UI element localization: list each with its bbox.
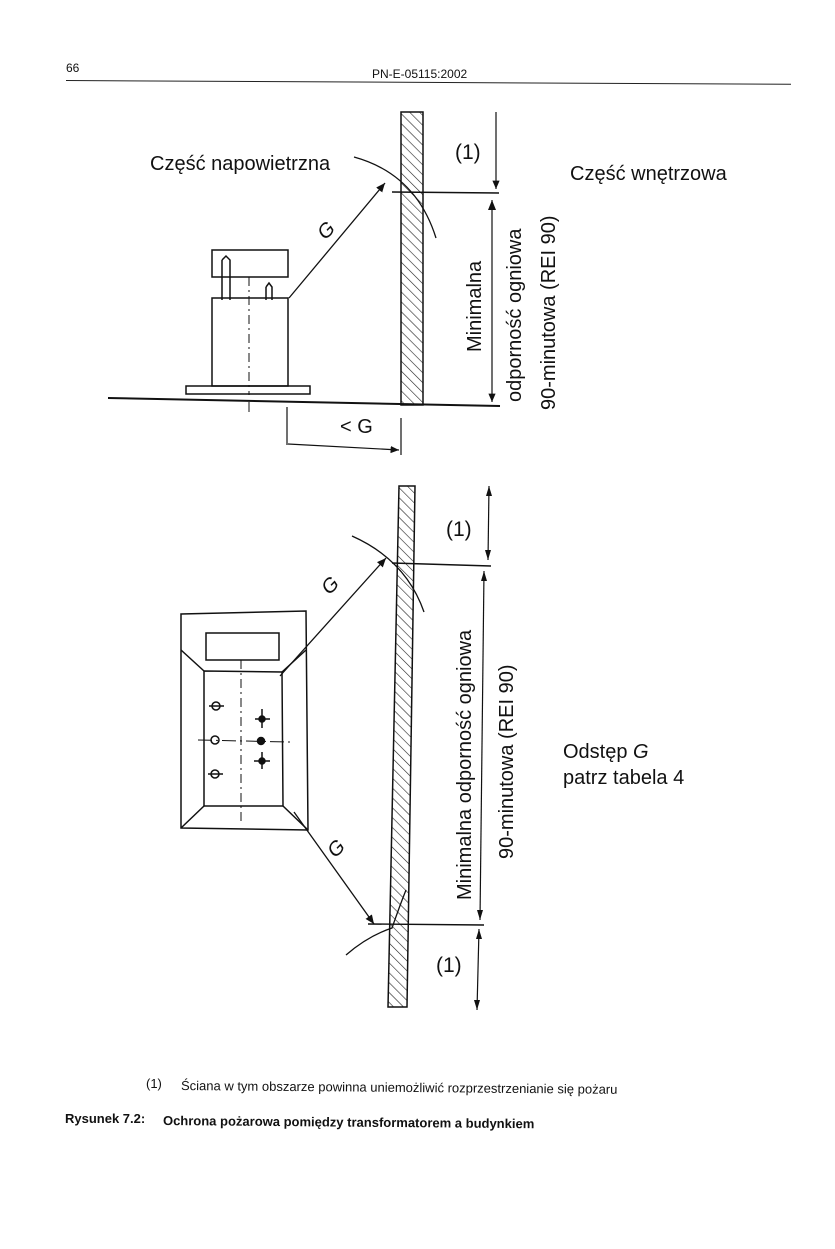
distance-arc-upper <box>351 535 425 613</box>
fire-resistance-line3-top: 90-minutowa (REI 90) <box>538 215 560 410</box>
zone-boundary-upper <box>391 562 492 567</box>
zone-marker-lower: (1) <box>436 954 462 977</box>
spacing-note-variable: G <box>633 741 649 763</box>
fire-resistance-line1-top: Minimalna <box>464 260 486 352</box>
standard-id: PN-E-05115:2002 <box>372 67 468 81</box>
zone-1-dimension-lower <box>476 928 480 1011</box>
zone-boundary-lower <box>367 923 485 926</box>
top-figure: Część napowietrzna Część wnętrzowa (1) G… <box>107 111 728 455</box>
distance-g-label-upper: G <box>317 573 344 600</box>
clearance-label: < G <box>340 416 373 438</box>
distance-g-label-top: G <box>313 218 340 245</box>
spacing-note-line1: Odstęp G <box>563 741 649 763</box>
fire-resistance-line2-top: odporność ogniowa <box>504 228 526 402</box>
fire-wall-top <box>400 111 424 406</box>
indoor-label: Część wnętrzowa <box>570 163 728 185</box>
spacing-note-line2: patrz tabela 4 <box>563 767 684 789</box>
transformer-plan-view <box>180 610 309 831</box>
fire-resistance-line2-bottom: 90-minutowa (REI 90) <box>496 664 518 859</box>
figure-caption-label: Rysunek 7.2: <box>65 1111 146 1126</box>
distance-g-line-top <box>288 182 386 299</box>
clearance-dimension <box>287 443 400 454</box>
footnote-marker: (1) <box>146 1076 162 1091</box>
rei-dimension-bottom <box>479 570 485 921</box>
zone-1-dimension-upper <box>487 485 490 561</box>
zone-marker-top: (1) <box>455 141 481 164</box>
zone-marker-upper: (1) <box>446 518 472 541</box>
fire-wall-bottom <box>387 485 416 1008</box>
transformer-side-view <box>185 249 311 412</box>
outdoor-label: Część napowietrzna <box>150 153 331 175</box>
zone-boundary-top <box>391 191 500 194</box>
ground-line <box>107 397 501 407</box>
fire-resistance-line1-bottom: Minimalna odporność ogniowa <box>454 629 476 900</box>
distance-arc-top <box>353 156 437 239</box>
distance-g-line-lower <box>293 811 375 925</box>
distance-g-line-upper <box>279 557 387 677</box>
distance-arc-lower <box>345 889 407 956</box>
page-number: 66 <box>66 61 80 75</box>
bottom-figure: (1) (1) G G Minimalna odporność ogniowa … <box>180 485 684 1011</box>
